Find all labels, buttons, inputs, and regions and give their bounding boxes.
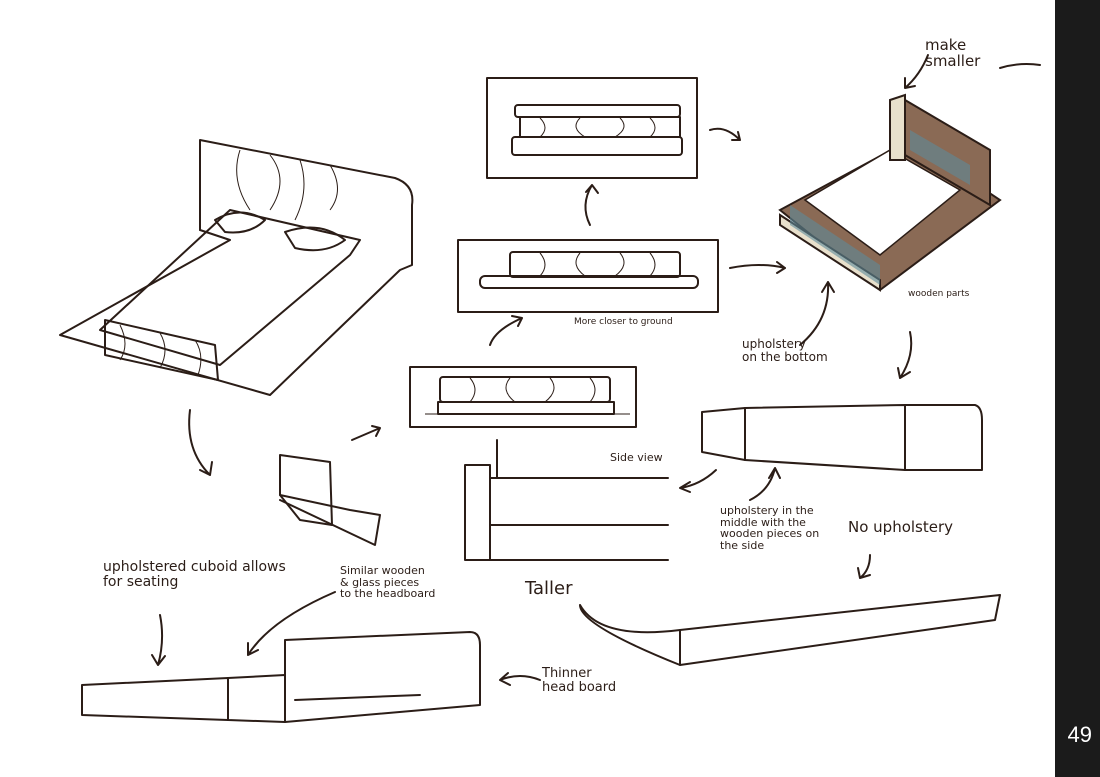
- page-number: 49: [1067, 722, 1092, 747]
- note-make-smaller: make smaller: [925, 36, 981, 70]
- page-sidebar: 49: [1055, 0, 1100, 777]
- note-thinner-headboard: Thinner head board: [542, 666, 617, 695]
- note-side-view: Side view: [610, 451, 663, 464]
- note-upholstery-middle: upholstery in the middle with the wooden…: [720, 504, 820, 552]
- bed-sketch-no-upholstery: [579, 594, 1001, 666]
- sketch-sheet: make smaller wooden parts More closer to…: [59, 36, 1041, 723]
- note-taller: Taller: [525, 578, 573, 599]
- note-no-upholstery: No upholstery: [848, 518, 954, 536]
- note-upholstery-bottom: upholstery on the bottom: [742, 337, 828, 364]
- bed-sketches: [59, 54, 1041, 723]
- bed-sketch-middle: [409, 366, 637, 428]
- note-closer-to-ground: More closer to ground: [574, 317, 673, 327]
- bed-sketch-cuboid: [279, 454, 381, 546]
- bed-sketch-coloured: [778, 93, 1002, 292]
- bed-sketch-sideview: [464, 439, 669, 561]
- bed-sketch-lowered: [457, 239, 719, 313]
- bed-sketch-main: [59, 139, 414, 396]
- note-similar-wooden: Similar wooden & glass pieces to the hea…: [340, 564, 436, 601]
- bed-sketch-bottom: [81, 631, 481, 723]
- note-wooden-parts: wooden parts: [908, 289, 970, 299]
- note-cuboid-seating: upholstered cuboid allows for seating: [103, 559, 286, 590]
- arrows: [151, 54, 1041, 686]
- bed-sketch-side-upholstery: [701, 404, 983, 471]
- bed-sketch-top: [486, 77, 698, 179]
